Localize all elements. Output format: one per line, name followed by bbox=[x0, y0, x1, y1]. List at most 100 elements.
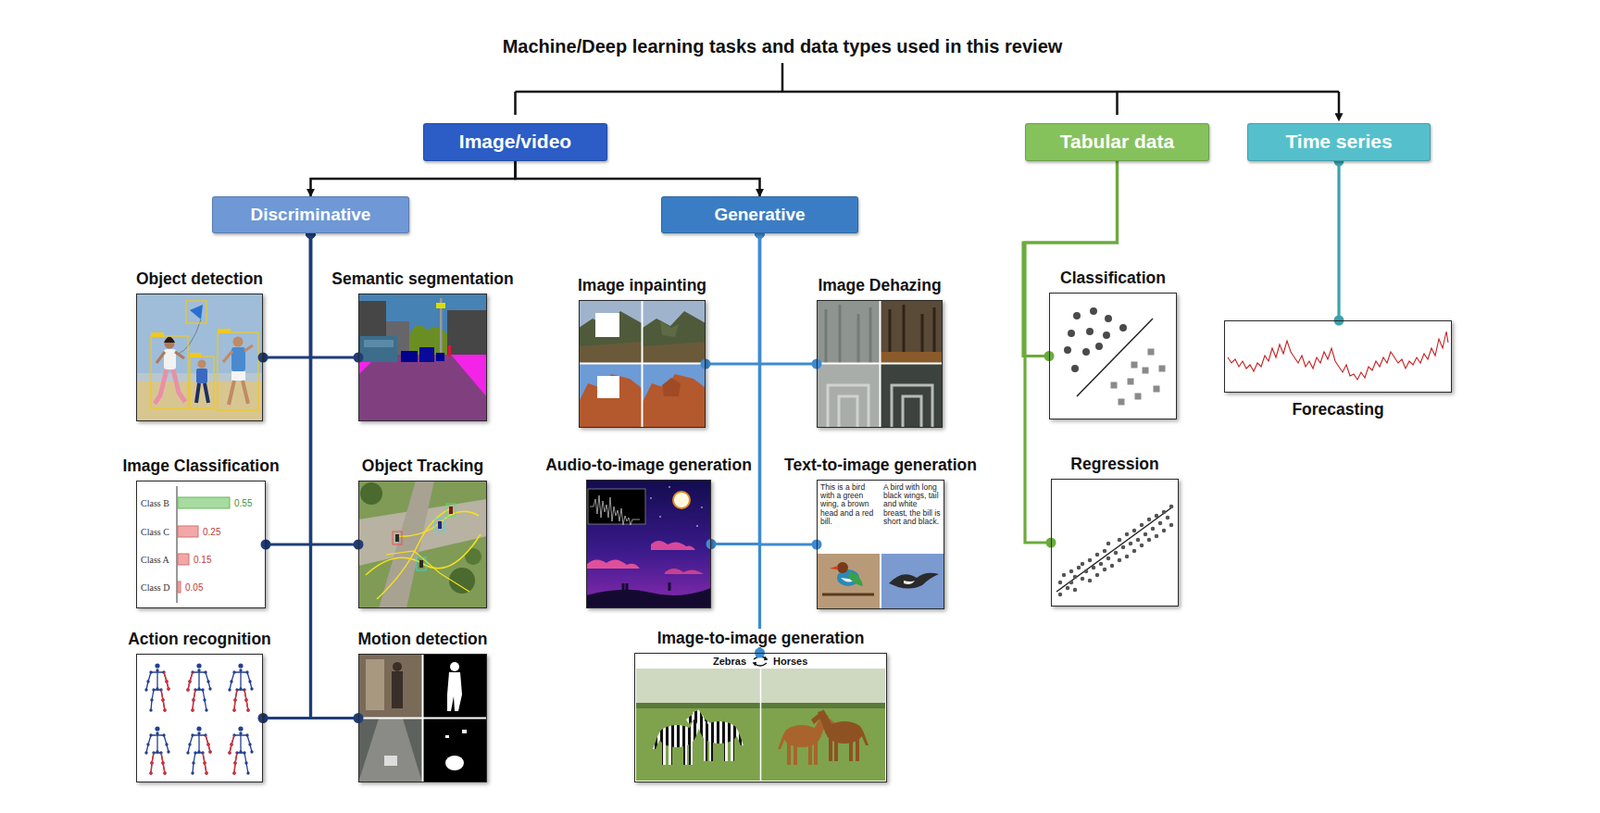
connector-dot bbox=[700, 359, 712, 370]
audio-to-image-picture bbox=[589, 495, 640, 525]
classification-bars bbox=[177, 553, 189, 565]
object-tracking-picture bbox=[395, 534, 400, 542]
box-label: Discriminative bbox=[250, 204, 372, 225]
connector bbox=[258, 228, 317, 725]
image-to-image-picture bbox=[686, 709, 744, 762]
panel-text: 0.15 bbox=[193, 554, 212, 566]
forecast-series bbox=[1224, 320, 1452, 393]
panel-text: This is a bird with a green wing, a brow… bbox=[820, 483, 879, 526]
classification-bars bbox=[136, 480, 266, 609]
panel-heading: Regression bbox=[1068, 454, 1161, 474]
audio-to-image-picture bbox=[673, 491, 690, 509]
dehazing-picture bbox=[891, 385, 933, 428]
connector-line bbox=[311, 233, 360, 719]
panel-text: Class A bbox=[140, 554, 170, 566]
box-label: Tabular data bbox=[1060, 130, 1175, 153]
panel-heading: Action recognition bbox=[125, 629, 274, 649]
task-panel: Object Tracking bbox=[358, 480, 488, 609]
connector bbox=[305, 228, 364, 363]
connector bbox=[754, 228, 823, 550]
connector bbox=[311, 161, 516, 197]
task-panel: Audio-to-image generation bbox=[586, 479, 712, 609]
object-detection-picture bbox=[163, 337, 175, 344]
object-detection-picture bbox=[233, 337, 244, 348]
image-to-image-picture bbox=[752, 662, 758, 667]
inpainting-picture bbox=[662, 377, 681, 397]
object-tracking-picture bbox=[358, 480, 488, 609]
image-to-image-picture bbox=[761, 668, 886, 781]
box-label: Time series bbox=[1285, 130, 1392, 153]
task-panel: Image ClassificationClass B0.55Class C0.… bbox=[136, 480, 266, 609]
connector-line bbox=[1025, 161, 1118, 543]
image-to-image-picture bbox=[760, 668, 763, 781]
object-tracking-picture bbox=[449, 506, 453, 514]
object-detection-picture bbox=[217, 332, 259, 411]
inpainting-picture bbox=[578, 311, 642, 363]
text-to-image-picture bbox=[816, 479, 945, 610]
panel-heading: Semantic segmentation bbox=[329, 269, 515, 288]
panel-text: Class D bbox=[140, 582, 170, 594]
text-to-image-picture bbox=[848, 571, 863, 587]
object-tracking-picture bbox=[386, 550, 470, 592]
inpainting-picture bbox=[642, 374, 706, 428]
connector-line bbox=[758, 233, 762, 653]
panel-text: Horses bbox=[773, 655, 808, 667]
inpainting-picture bbox=[597, 375, 620, 399]
category-box: Discriminative bbox=[212, 196, 410, 234]
image-to-image-picture bbox=[634, 652, 888, 783]
object-tracking-picture bbox=[392, 531, 402, 545]
inpainting-picture bbox=[578, 374, 642, 428]
semantic-segmentation-picture bbox=[450, 354, 488, 398]
object-tracking-picture bbox=[464, 548, 482, 565]
classification-bars bbox=[177, 581, 181, 593]
connector bbox=[706, 228, 766, 550]
motion-detection-picture bbox=[358, 653, 423, 718]
classification-bars bbox=[176, 486, 178, 603]
object-detection-picture bbox=[163, 349, 176, 370]
semantic-segmentation-picture bbox=[436, 352, 445, 362]
object-detection-picture bbox=[176, 319, 201, 355]
semantic-segmentation-picture bbox=[400, 350, 418, 363]
action-skeletons bbox=[229, 725, 252, 774]
text-to-image-picture bbox=[829, 565, 838, 570]
audio-to-image-picture bbox=[587, 488, 646, 525]
regression-scatter bbox=[1056, 506, 1174, 592]
action-skeletons bbox=[136, 653, 263, 783]
semantic-segmentation-picture bbox=[448, 345, 451, 357]
semantic-segmentation-picture bbox=[358, 354, 488, 422]
task-panel: Motion detection bbox=[358, 653, 488, 783]
connector-line bbox=[760, 233, 818, 364]
task-panel: Image-to-image generationZebrasHorses bbox=[634, 652, 888, 783]
inpainting-picture bbox=[642, 311, 706, 363]
panel-heading: Image inpainting bbox=[575, 275, 709, 295]
connector-dot bbox=[261, 539, 272, 550]
panel-text: 0.25 bbox=[202, 526, 221, 538]
dehazing-picture bbox=[880, 363, 943, 428]
text-to-image-picture bbox=[903, 580, 915, 585]
object-detection-picture bbox=[231, 371, 246, 381]
task-panel: Forecasting bbox=[1224, 320, 1452, 393]
panel-text: Class C bbox=[140, 526, 170, 538]
audio-to-image-picture bbox=[623, 582, 670, 591]
forecast-series bbox=[1224, 320, 1452, 393]
object-tracking-picture bbox=[437, 521, 442, 529]
connector-dot bbox=[258, 712, 269, 724]
action-skeletons bbox=[229, 662, 252, 711]
inpainting-picture bbox=[642, 300, 706, 363]
text-to-image-picture bbox=[817, 553, 880, 609]
object-tracking-picture bbox=[419, 560, 424, 568]
object-detection-picture bbox=[186, 300, 207, 324]
motion-detection-picture bbox=[423, 718, 488, 783]
connector bbox=[305, 228, 364, 725]
connector-line bbox=[705, 233, 761, 364]
connector bbox=[515, 161, 761, 197]
connector bbox=[261, 228, 317, 550]
object-tracking-picture bbox=[376, 508, 451, 600]
inpainting-picture bbox=[578, 300, 706, 428]
audio-to-image-picture bbox=[586, 587, 712, 609]
dehazing-picture bbox=[880, 351, 943, 363]
panel-text: 0.05 bbox=[185, 582, 203, 594]
text-to-image-picture bbox=[837, 562, 849, 574]
connector bbox=[754, 228, 765, 659]
text-to-image-picture bbox=[816, 479, 945, 610]
